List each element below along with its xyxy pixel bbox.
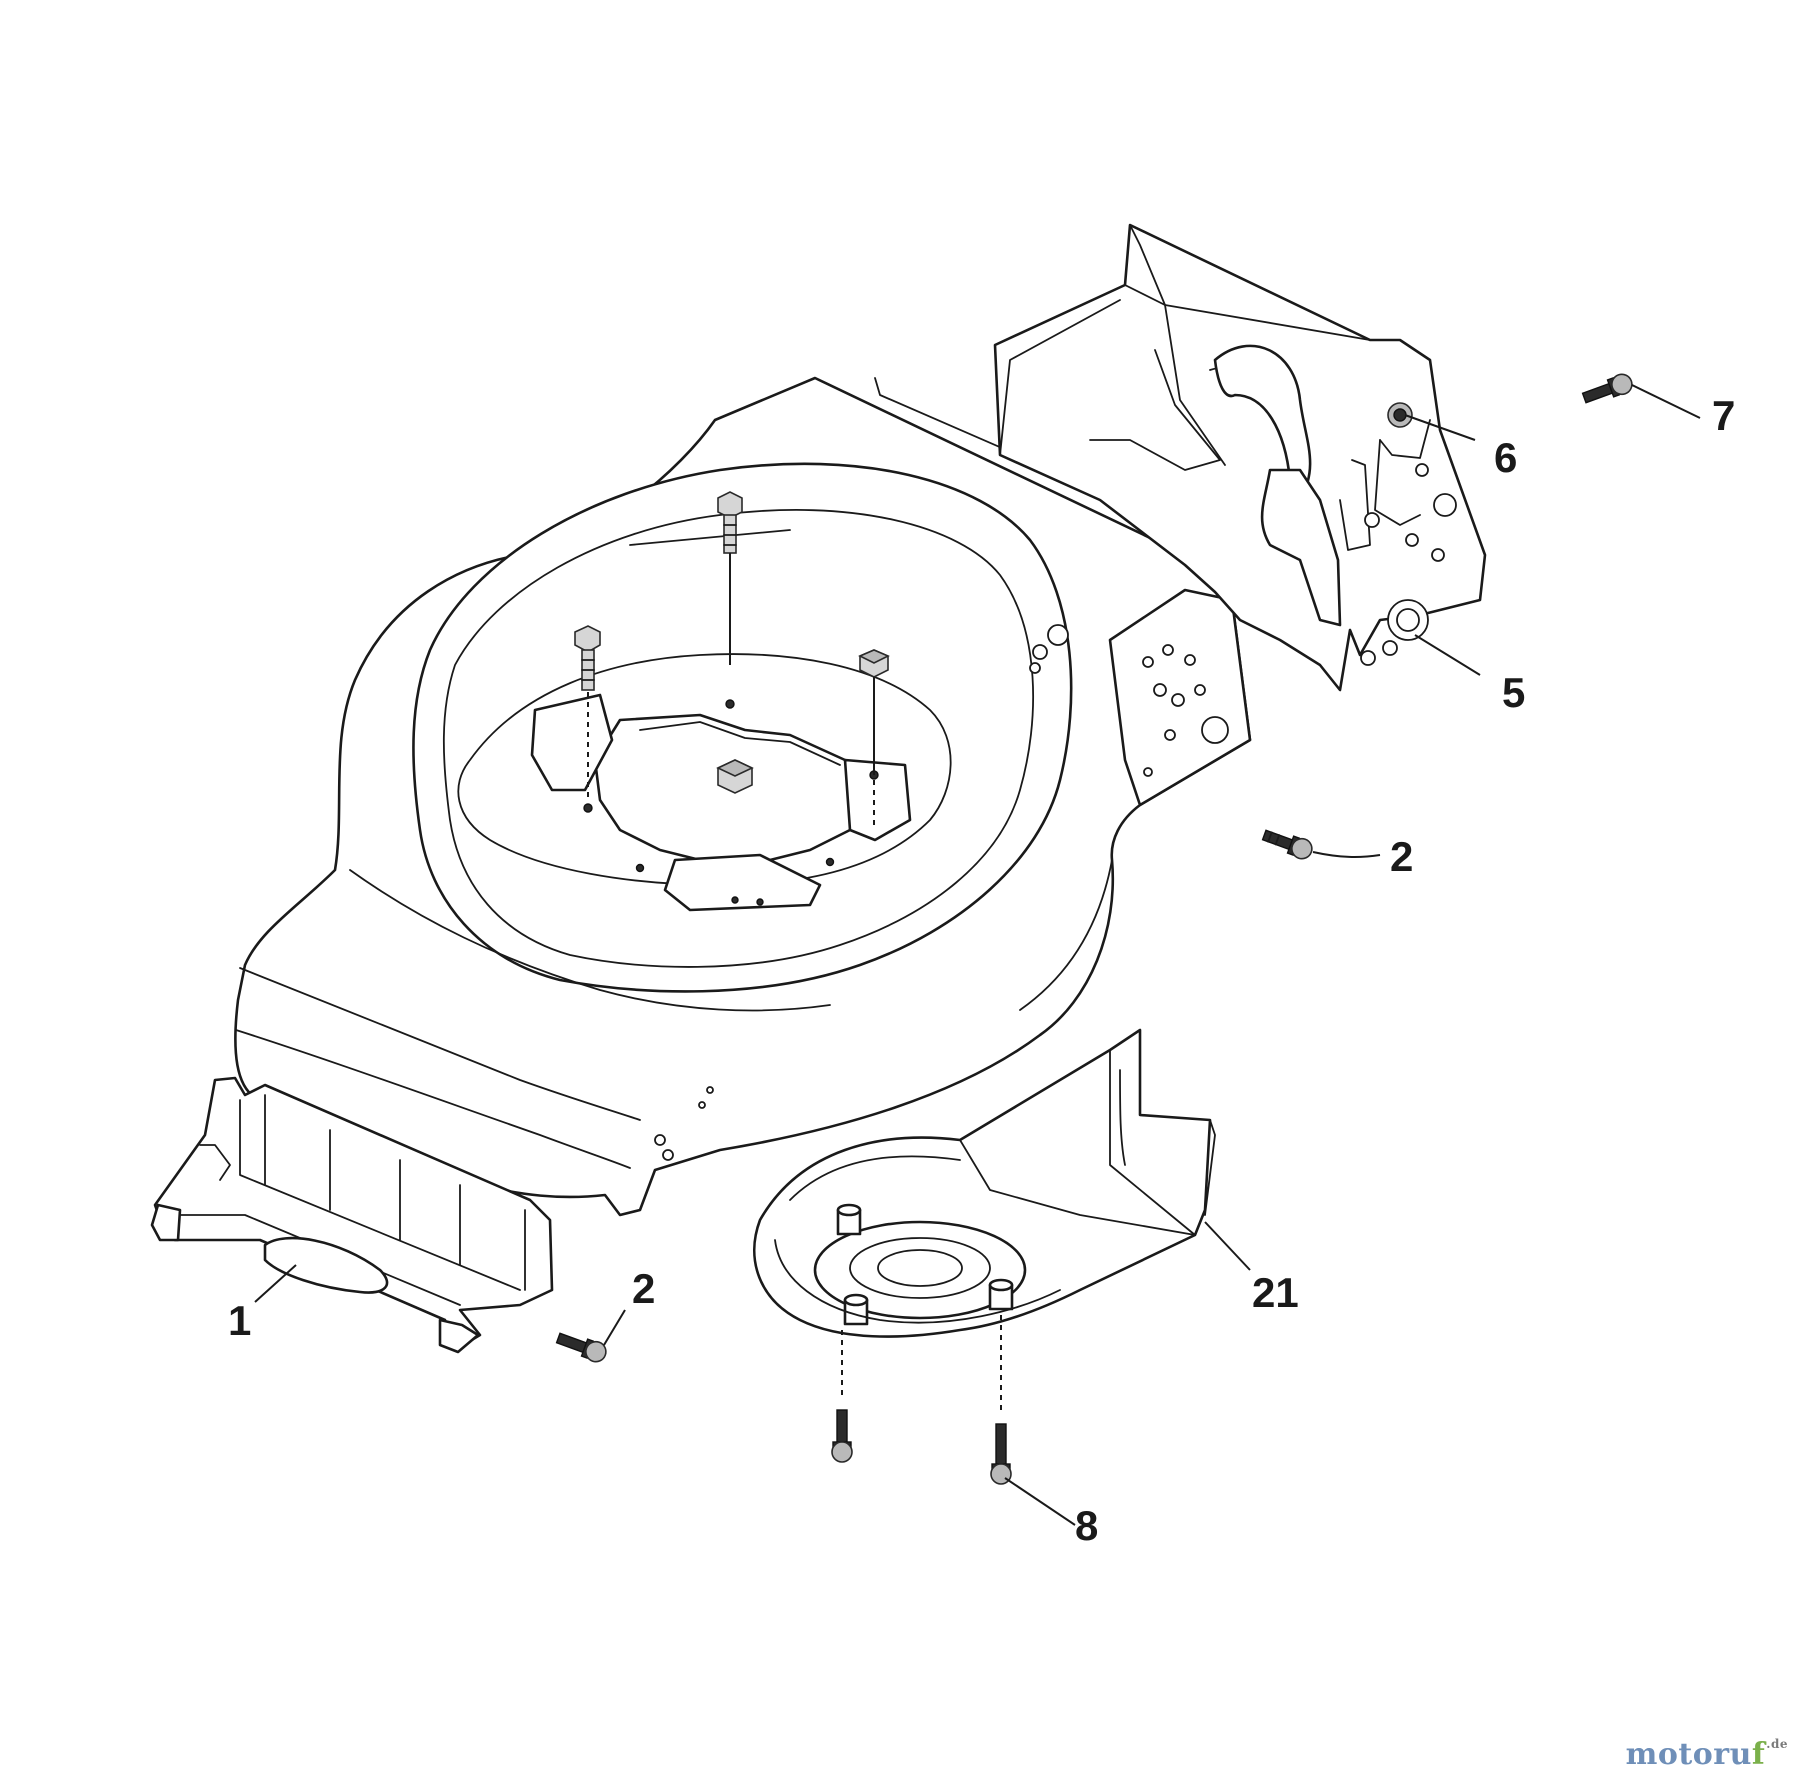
center-nut [716,759,754,794]
screw-7 [1581,373,1701,419]
callout-2-right: 2 [1390,833,1414,880]
watermark-main-text: motoru [1625,1737,1752,1772]
cover-posts [836,1203,1014,1326]
screw-2-right [1261,829,1381,860]
left-bolt [574,625,601,800]
callout-5: 5 [1502,669,1526,716]
blade-cover-part-21 [752,1028,1216,1410]
watermark-accent-text: f [1751,1737,1766,1772]
mower-deck [234,376,1252,1217]
front-shield-part-1 [150,1076,554,1354]
callout-7: 7 [1712,392,1736,439]
bracket-holes [1360,402,1457,666]
watermark-suffix-text: .de [1766,1737,1788,1751]
callout-6: 6 [1494,434,1518,481]
rear-bracket-part-5 [993,223,1487,692]
right-nut [858,649,890,825]
callout-1: 1 [228,1297,252,1344]
watermark-logo: motoruf.de [1626,1737,1788,1772]
screws-8 [831,1409,1076,1526]
deck-bolts [574,491,890,825]
leader-lines [254,414,1481,1303]
callout-21: 21 [1252,1269,1299,1316]
callout-2-left: 2 [632,1265,656,1312]
screw-2-left [555,1309,626,1363]
long-bolt [717,491,743,665]
callout-8: 8 [1075,1502,1099,1549]
